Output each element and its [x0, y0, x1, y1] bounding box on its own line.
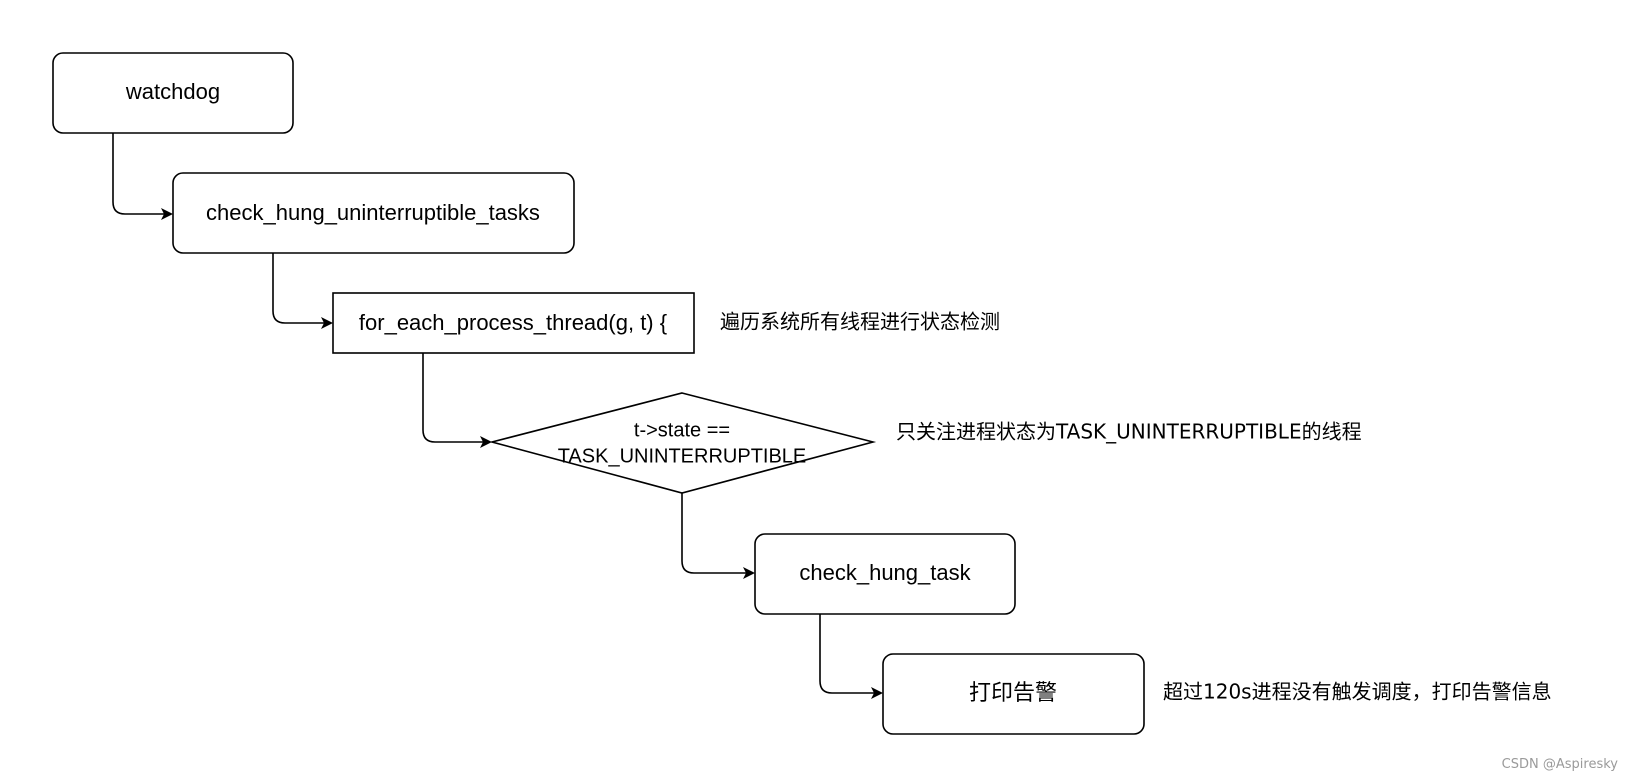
node-condition-line2: TASK_UNINTERRUPTIBLE: [558, 445, 807, 467]
node-watchdog: watchdog: [52, 52, 294, 134]
node-for-each-process-thread: for_each_process_thread(g, t) {: [332, 292, 695, 354]
connector-watchdog-to-check-hung-uninterruptible: [112, 133, 173, 220]
watermark-text: CSDN @Aspiresky: [1501, 757, 1618, 772]
connector-check-hung-uninterruptible-to-for-each: [272, 253, 333, 329]
node-for-each-process-thread-label: for_each_process_thread(g, t) {: [359, 310, 667, 335]
node-check-hung-uninterruptible-tasks: check_hung_uninterruptible_tasks: [172, 172, 575, 254]
connector-condition-to-check-hung-task: [681, 493, 755, 579]
node-condition-line1: t->state ==: [634, 419, 730, 441]
note-print-warning: 超过120s进程没有触发调度，打印告警信息: [1163, 680, 1552, 704]
node-watchdog-label: watchdog: [125, 79, 220, 104]
node-print-warning-label: 打印告警: [969, 680, 1057, 705]
node-check-hung-uninterruptible-tasks-label: check_hung_uninterruptible_tasks: [206, 200, 540, 225]
node-condition-diamond: t->state == TASK_UNINTERRUPTIBLE: [488, 392, 877, 494]
connector-check-hung-task-to-print-warning: [819, 614, 883, 699]
note-condition: 只关注进程状态为TASK_UNINTERRUPTIBLE的线程: [896, 420, 1362, 444]
node-check-hung-task: check_hung_task: [754, 533, 1016, 615]
node-print-warning: 打印告警: [882, 653, 1145, 735]
connector-for-each-to-condition: [422, 353, 492, 448]
node-check-hung-task-label: check_hung_task: [799, 560, 971, 585]
note-for-each: 遍历系统所有线程进行状态检测: [720, 310, 1000, 334]
